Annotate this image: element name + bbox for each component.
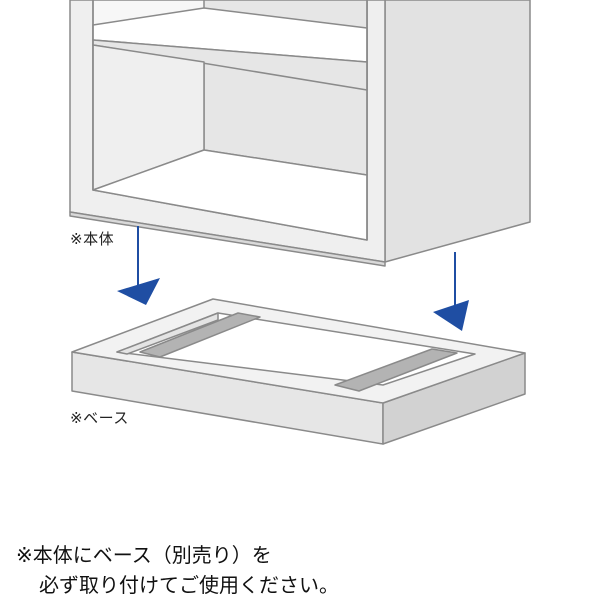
base-rail-right — [334, 348, 458, 392]
cabinet-front-bottom-edge — [69, 211, 386, 267]
notice-line-2: 必ず取り付けてご使用ください。 — [39, 573, 339, 597]
installation-notice: ※本体にベース（別売り）を 必ず取り付けてご使用ください。 — [16, 540, 339, 600]
cabinet-body — [69, 0, 531, 267]
base-frame — [71, 298, 526, 445]
arrow-right — [433, 252, 469, 331]
base-rail-left — [139, 312, 261, 358]
notice-line-1: ※本体にベース（別売り）を — [16, 543, 272, 567]
label-body: ※本体 — [70, 230, 115, 248]
arrow-left — [117, 226, 160, 305]
cabinet-side-panel — [384, 0, 531, 263]
label-base: ※ベース — [70, 409, 129, 427]
